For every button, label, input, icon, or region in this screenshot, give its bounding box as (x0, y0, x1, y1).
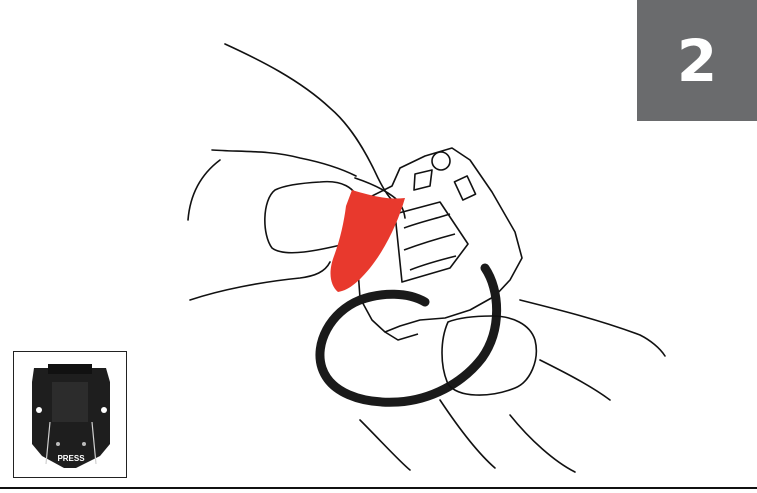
step-number: 2 (677, 32, 717, 90)
lower-hand (360, 300, 665, 472)
adhesive-tab (331, 190, 405, 292)
press-inset: PRESS (13, 351, 127, 478)
mount-press-icon: PRESS (14, 352, 127, 478)
step-number-badge: 2 (637, 0, 757, 121)
press-label: PRESS (57, 454, 85, 463)
bottom-divider (0, 487, 757, 489)
